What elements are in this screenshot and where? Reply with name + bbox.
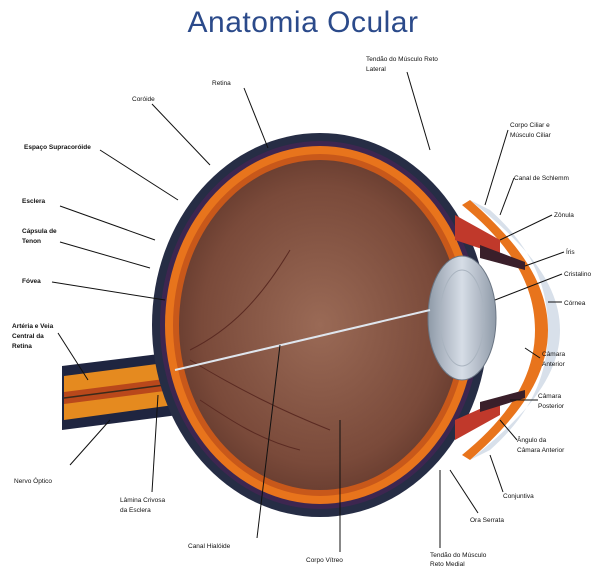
label-lamina-crivosa: Lâmina Crivosa: [120, 497, 166, 504]
label-espaco-supracoroide: Espaço Supracoróide: [24, 144, 91, 151]
label-lamina-crivosa-2: da Esclera: [120, 507, 151, 514]
label-corpo-ciliar: Corpo Ciliar e: [510, 122, 550, 129]
label-tendao-inferior-2: Reto Medial: [430, 561, 465, 568]
label-tendao-reto-lateral-2: Lateral: [366, 66, 386, 73]
vitreous-body: [179, 160, 461, 490]
label-arteria-veia-2: Central da: [12, 333, 44, 340]
label-arteria-veia-3: Retina: [12, 343, 32, 350]
label-camara-posterior-2: Posterior: [538, 403, 565, 410]
label-angulo-camara: Ângulo da: [517, 435, 547, 444]
label-nervo-optico: Nervo Óptico: [14, 476, 52, 485]
label-esclera: Esclera: [22, 198, 46, 205]
label-angulo-camara-2: Câmara Anterior: [517, 447, 565, 454]
label-corpo-vitreo: Corpo Vítreo: [306, 557, 343, 564]
label-camara-anterior-2: Anterior: [542, 361, 566, 368]
label-cornea: Córnea: [564, 300, 586, 307]
label-iris: Íris: [566, 247, 575, 256]
label-tendao-reto-lateral: Tendão do Músculo Reto: [366, 56, 438, 63]
label-tendao-inferior: Tendão do Músculo: [430, 552, 487, 559]
label-capsula-tenon: Cápsula de: [22, 228, 57, 235]
label-arteria-veia: Artéria e Veia: [12, 323, 54, 330]
label-fovea: Fóvea: [22, 278, 41, 285]
label-cristalino: Cristalino: [564, 271, 591, 278]
label-capsula-tenon-2: Tenon: [22, 238, 41, 245]
label-corpo-ciliar-2: Músculo Ciliar: [510, 132, 552, 139]
label-ora-serrata: Ora Serrata: [470, 517, 504, 524]
label-coroide: Coróide: [132, 96, 155, 103]
label-camara-anterior: Câmara: [542, 351, 566, 358]
label-canal-schlemm: Canal de Schlemm: [514, 175, 569, 182]
label-retina: Retina: [212, 80, 231, 87]
label-conjuntiva: Conjuntiva: [503, 493, 534, 500]
label-zonula: Zônula: [554, 212, 574, 219]
label-camara-posterior: Câmara: [538, 393, 562, 400]
label-canal-hialoide: Canal Hialóide: [188, 543, 231, 550]
lens-shape: [428, 256, 496, 380]
